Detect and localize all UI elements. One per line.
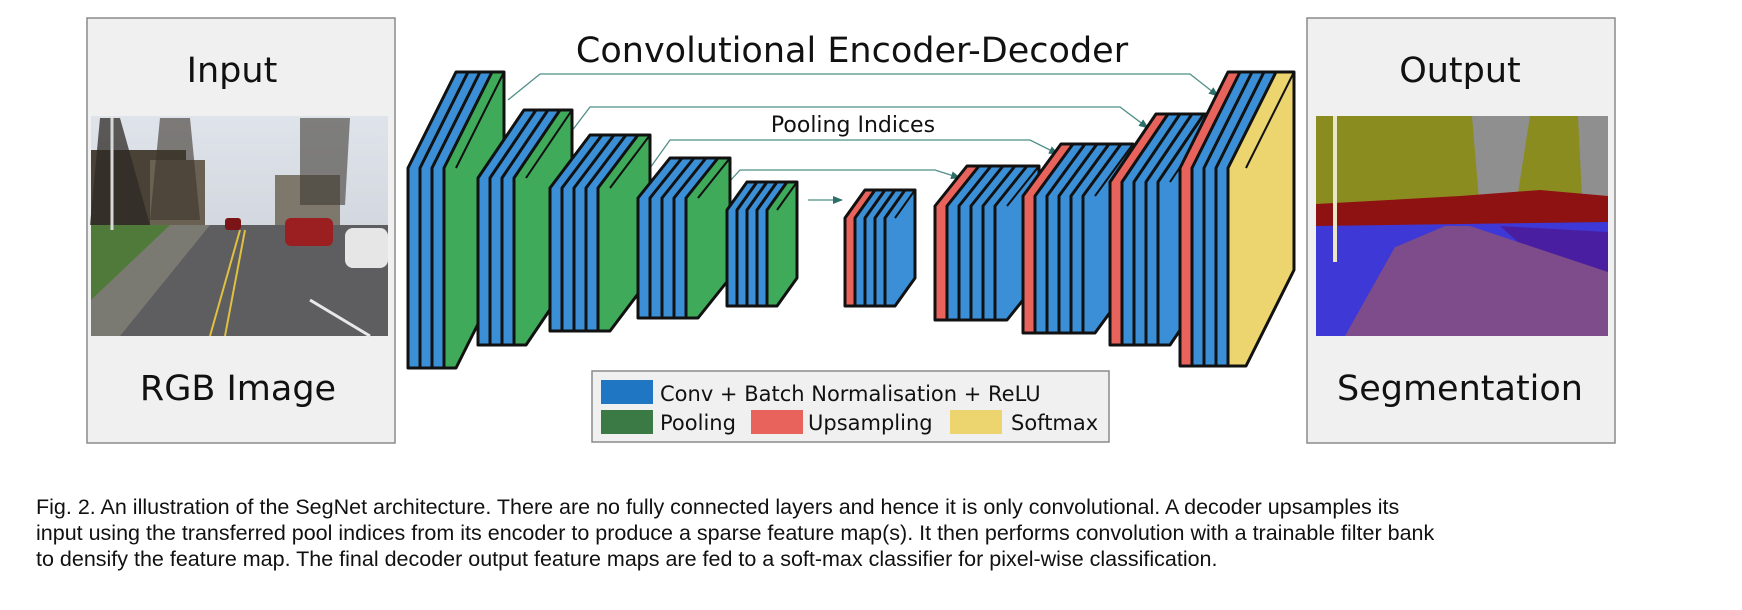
skip-connection-1 — [507, 73, 1219, 101]
legend-label-softmax: Softmax — [1011, 411, 1098, 435]
legend-swatch-pooling — [601, 410, 653, 434]
legend-swatch-conv — [601, 380, 653, 404]
diagram-title: Convolutional Encoder-Decoder — [576, 31, 1129, 71]
conv-layer-28 — [883, 188, 917, 308]
legend-swatch-softmax — [950, 410, 1002, 434]
softmax-layer-50 — [1226, 70, 1296, 368]
legend-label-conv: Conv + Batch Normalisation + ReLU — [660, 382, 1041, 406]
legend-box — [591, 370, 1110, 443]
caption-line-1: Fig. 2. An illustration of the SegNet ar… — [36, 495, 1400, 519]
legend-swatch-upsampling — [751, 410, 803, 434]
caption-line-2: input using the transferred pool indices… — [36, 521, 1435, 545]
rgb-image-label: RGB Image — [140, 369, 336, 409]
legend-label-pooling: Pooling — [660, 411, 736, 435]
caption-line-3: to densify the feature map. The final de… — [36, 547, 1218, 571]
pooling-layer-23 — [765, 180, 799, 308]
layer-edge-8 — [525, 109, 573, 179]
input-panel: Input RGB Image — [86, 17, 396, 444]
layer-edge-28 — [894, 189, 916, 219]
skip-connection-2 — [564, 106, 1149, 141]
figure-caption: Fig. 2. An illustration of the SegNet ar… — [36, 494, 1716, 572]
pooling-indices-label: Pooling Indices — [771, 113, 935, 138]
output-panel: Output Segmentation — [1306, 17, 1616, 444]
output-label: Output — [1399, 51, 1521, 91]
layer-edge-13 — [609, 134, 651, 189]
network-layers — [406, 70, 1296, 370]
layer-edge-23 — [776, 181, 798, 211]
segmentation-map-image — [1316, 116, 1608, 336]
skip-connection-3 — [644, 139, 1059, 176]
rgb-street-image — [90, 116, 388, 338]
legend: Conv + Batch Normalisation + ReLU Poolin… — [591, 370, 1110, 443]
legend-label-upsampling: Upsampling — [808, 411, 933, 435]
layer-edge-4 — [455, 71, 505, 169]
layer-edge-18 — [697, 157, 731, 199]
layer-edge-50 — [1245, 71, 1295, 169]
input-label: Input — [187, 51, 278, 91]
layer-edge-40 — [1094, 143, 1134, 197]
segmentation-label: Segmentation — [1337, 369, 1583, 409]
layer-edge-34 — [1006, 165, 1040, 207]
